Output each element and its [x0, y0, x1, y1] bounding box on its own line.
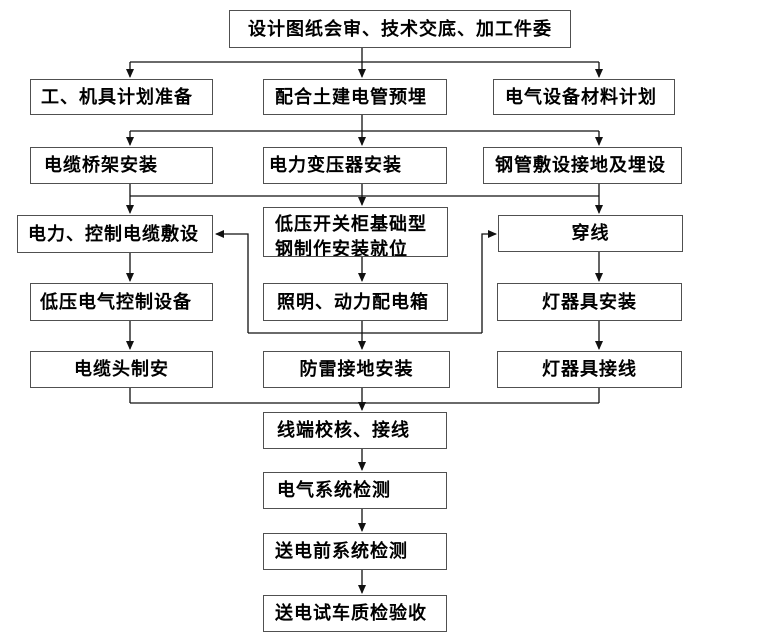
node-cable-tray: 电缆桥架安装 [30, 147, 213, 184]
node-lamp-install: 灯器具安装 [497, 283, 682, 321]
node-transformer: 电力变压器安装 [263, 147, 447, 184]
node-lv-control: 低压电气控制设备 [30, 283, 213, 321]
node-design-review: 设计图纸会审、技术交底、加工件委 [229, 10, 571, 48]
node-wire-pulling: 穿线 [498, 215, 683, 252]
node-commissioning: 送电试车质检验收 [263, 595, 447, 632]
node-system-test: 电气系统检测 [263, 472, 447, 509]
node-tools-prep: 工、机具计划准备 [30, 79, 213, 115]
node-civil-conduit: 配合土建电管预埋 [263, 79, 447, 115]
node-dist-box: 照明、动力配电箱 [263, 283, 448, 321]
node-pre-power-test: 送电前系统检测 [263, 533, 447, 570]
node-steel-pipe: 钢管敷设接地及埋设 [483, 147, 682, 184]
node-switchgear-base: 低压开关柜基础型 钢制作安装就位 [263, 207, 448, 257]
node-lightning: 防雷接地安装 [263, 351, 450, 388]
node-cable-head: 电缆头制安 [30, 351, 213, 388]
node-cable-laying: 电力、控制电缆敷设 [17, 215, 213, 253]
node-lamp-wiring: 灯器具接线 [497, 351, 682, 388]
node-material-plan: 电气设备材料计划 [493, 79, 675, 115]
node-terminal-check: 线端校核、接线 [263, 412, 447, 449]
